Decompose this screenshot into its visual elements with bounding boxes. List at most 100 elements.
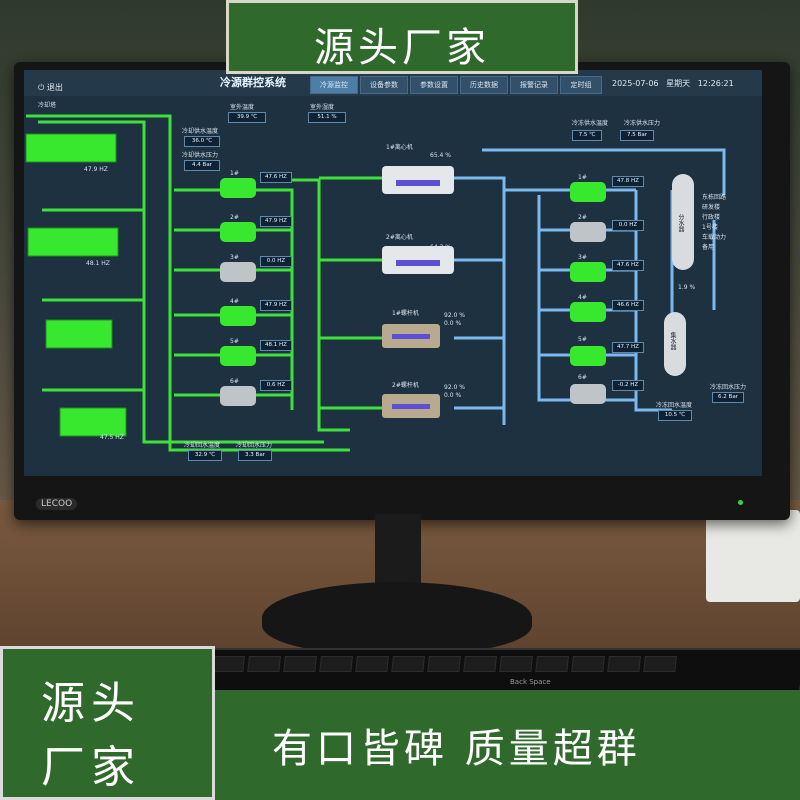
corner-text-line2: 厂家: [41, 742, 141, 793]
cooling-pump-hz: 0.6 HZ: [260, 380, 292, 391]
chiller-indicator: [392, 334, 430, 339]
chilled-pump-id: 4#: [578, 294, 587, 301]
cooling-pump-hz: 47.6 HZ: [260, 172, 292, 183]
tab-history[interactable]: 历史数据: [460, 76, 508, 94]
chw-return-press-label: 冷冻回水压力: [710, 384, 747, 391]
chilled-pump-id: 1#: [578, 174, 587, 181]
exit-button[interactable]: ⏻ 退出: [38, 83, 63, 92]
cooling-tower-1[interactable]: [25, 133, 117, 163]
outdoor-temp-label: 室外温度: [230, 104, 255, 111]
supply-header-tank[interactable]: [672, 174, 694, 270]
cw-supply-temp-label: 冷却供水温度: [182, 128, 219, 135]
cooling-pump-id: 6#: [230, 378, 239, 385]
chiller-load: 92.0 %: [444, 384, 465, 391]
chilled-pump-hz: -0.2 HZ: [612, 380, 644, 391]
cooling-pump-hz: 0.0 HZ: [260, 256, 292, 267]
chiller-name: 2#螺杆机: [392, 382, 419, 389]
branch-label: 1号楼: [702, 224, 718, 231]
chiller-name: 1#离心机: [386, 144, 413, 151]
system-title: 冷源群控系统: [220, 76, 286, 89]
chilled-pump-id: 5#: [578, 336, 587, 343]
chilled-pump-1[interactable]: [570, 182, 606, 202]
pipe-segment: [454, 176, 506, 425]
cw-return-press-value: 3.3 Bar: [238, 450, 272, 461]
chiller-load: 64.3 %: [430, 244, 451, 251]
cooling-tower-4[interactable]: [59, 407, 127, 437]
chilled-pump-4[interactable]: [570, 302, 606, 322]
cooling-pump-4[interactable]: [220, 306, 256, 326]
return-header-tank[interactable]: [664, 312, 686, 376]
cooling-tower-group: [25, 133, 127, 437]
chilled-pump-2[interactable]: [570, 222, 606, 242]
cooling-tower-2[interactable]: [27, 227, 119, 257]
chiller-load: 92.0 %: [444, 312, 465, 319]
date: 2025-07-06: [612, 79, 659, 88]
key[interactable]: [535, 656, 569, 672]
key[interactable]: [391, 656, 425, 672]
branch-label: 东栋回路: [702, 194, 727, 201]
key[interactable]: [211, 656, 245, 672]
chilled-pump-hz: 46.6 HZ: [612, 300, 644, 311]
key[interactable]: [571, 656, 605, 672]
chilled-pump-hz: 47.8 HZ: [612, 176, 644, 187]
cooling-pump-id: 3#: [230, 254, 239, 261]
tab-timer[interactable]: 定时组: [560, 76, 602, 94]
chiller-load-2: 0.0 %: [444, 392, 462, 399]
chilled-pump-5[interactable]: [570, 346, 606, 366]
chilled-pump-id: 3#: [578, 254, 587, 261]
key[interactable]: [607, 656, 641, 672]
cooling-pump-3[interactable]: [220, 262, 256, 282]
power-strip: [706, 510, 800, 602]
key[interactable]: [319, 656, 353, 672]
tab-alarms[interactable]: 报警记录: [510, 76, 558, 94]
cooling-pump-6[interactable]: [220, 386, 256, 406]
tab-settings[interactable]: 参数设置: [410, 76, 458, 94]
chilled-pump-hz: 47.6 HZ: [612, 260, 644, 271]
tab-device-params[interactable]: 设备参数: [360, 76, 408, 94]
chiller-name: 2#离心机: [386, 234, 413, 241]
scada-screen: ⏻ 退出 冷源群控系统 冷源监控 设备参数 参数设置 历史数据 报警记录 定时组…: [24, 70, 762, 476]
chw-supply-temp-value: 7.5 ℃: [572, 130, 602, 141]
chilled-pump-group: [570, 182, 606, 404]
chilled-pump-id: 6#: [578, 374, 587, 381]
cooling-tower-hz: 48.1 HZ: [86, 260, 110, 267]
pipe-segment: [174, 188, 294, 410]
chiller-indicator: [396, 260, 440, 266]
chiller-load-2: 0.0 %: [444, 320, 462, 327]
exit-label: 退出: [46, 83, 63, 92]
slogan: 有口皆碑 质量超群: [272, 726, 641, 772]
supply-header-label: 分水器: [677, 214, 684, 232]
key[interactable]: [427, 656, 461, 672]
key[interactable]: [355, 656, 389, 672]
tab-monitor[interactable]: 冷源监控: [310, 76, 358, 94]
branch-label: 研发楼: [702, 204, 721, 211]
chw-supply-temp-label: 冷冻供水温度: [572, 120, 609, 127]
cooling-tower-3[interactable]: [45, 319, 113, 349]
chw-return-temp-label: 冷冻回水温度: [656, 402, 693, 409]
power-led: [738, 500, 743, 505]
key[interactable]: [463, 656, 497, 672]
key[interactable]: [499, 656, 533, 672]
branch-label: 车载动力: [702, 234, 727, 241]
outdoor-hum-label: 室外湿度: [310, 104, 335, 111]
outdoor-temp-value: 39.9 ℃: [228, 112, 266, 123]
chiller-indicator: [392, 404, 430, 409]
chilled-pump-hz: 47.7 HZ: [612, 342, 644, 353]
chiller-name: 1#螺杆机: [392, 310, 419, 317]
cooling-pump-2[interactable]: [220, 222, 256, 242]
chilled-pump-hz: 0.0 HZ: [612, 220, 644, 231]
chilled-pump-id: 2#: [578, 214, 587, 221]
cooling-pump-5[interactable]: [220, 346, 256, 366]
weekday: 星期天: [666, 79, 691, 88]
chilled-pump-6[interactable]: [570, 384, 606, 404]
backspace-key-label: Back Space: [510, 678, 551, 686]
key[interactable]: [643, 656, 677, 672]
key[interactable]: [247, 656, 281, 672]
cooling-tower-hz: 47.9 HZ: [84, 166, 108, 173]
cooling-pump-1[interactable]: [220, 178, 256, 198]
cw-supply-press-value: 4.4 Bar: [184, 160, 220, 171]
key[interactable]: [283, 656, 317, 672]
chilled-pump-3[interactable]: [570, 262, 606, 282]
cw-return-temp-label: 冷却回水温度: [184, 442, 221, 449]
monitor-stand-base: [262, 582, 532, 654]
